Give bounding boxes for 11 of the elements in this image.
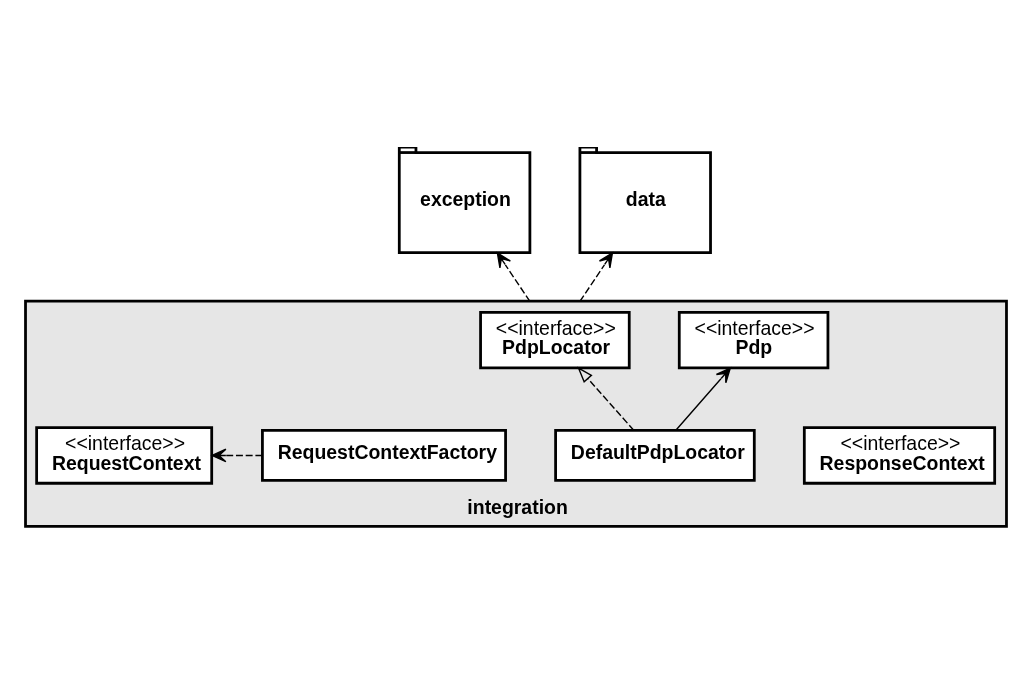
arrow [496, 252, 531, 302]
node-box: DefaultPdpLocator [554, 429, 756, 482]
node-box: <<interface>> RequestContext [35, 426, 214, 485]
node-box: RequestContextFactory [261, 429, 507, 482]
arrow [211, 448, 264, 463]
arrow [577, 366, 635, 431]
arrow [579, 252, 614, 302]
node-box: <<interface>> ResponseContext [802, 426, 997, 485]
node-box: <<interface>> Pdp [677, 310, 830, 370]
node-box: <<interface>> PdpLocator [479, 310, 631, 370]
arrow [675, 367, 731, 431]
